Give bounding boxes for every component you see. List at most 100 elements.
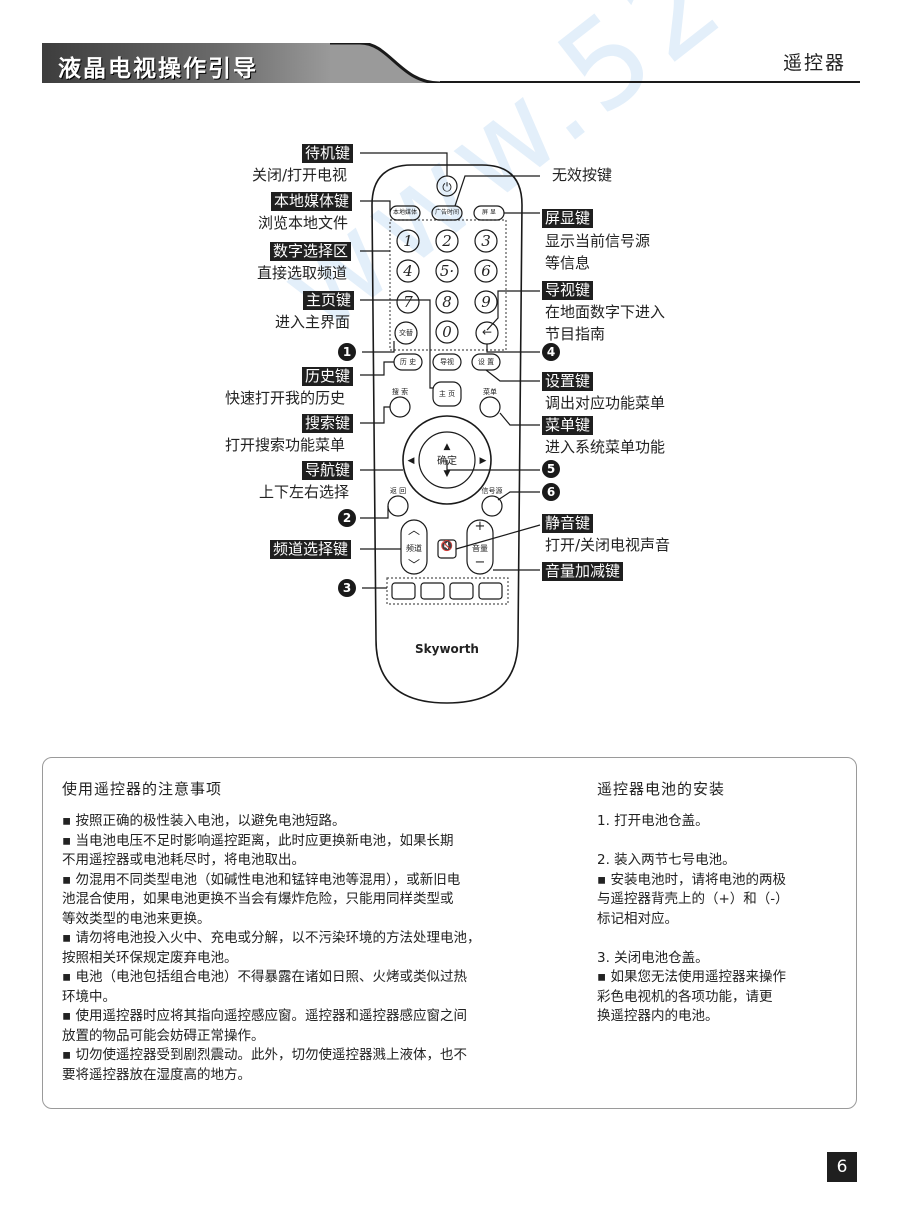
- header-band: [42, 43, 332, 83]
- battery-step-3-line: ▪ 如果您无法使用遥控器来操作: [597, 969, 786, 985]
- svg-text:▶: ▶: [480, 456, 487, 466]
- battery-step-3-line: 换遥控器内的电池。: [597, 1008, 719, 1024]
- lbl-menu: 菜单: [483, 388, 497, 396]
- digit-1: 1: [403, 232, 413, 250]
- notes-line: 环境中。: [62, 989, 116, 1005]
- tag-history: 历史键: [302, 367, 354, 386]
- notes-line: ▪ 切勿使遥控器受到剧烈震动。此外，切勿使遥控器溅上液体，也不: [62, 1047, 467, 1063]
- digit-4: 4: [403, 262, 413, 280]
- tag-digits: 数字选择区: [270, 242, 352, 261]
- notes-line: 不用遥控器或电池耗尽时，将电池取出。: [62, 852, 305, 868]
- notes-line: ▪ 电池（电池包括组合电池）不得暴露在诸如日照、火烤或类似过热: [62, 969, 467, 985]
- desc-menu: 进入系统菜单功能: [545, 438, 666, 456]
- desc-osd-1: 显示当前信号源: [545, 232, 651, 250]
- svg-text:︿: ︿: [408, 523, 420, 537]
- btn-back-arrow: ←: [481, 325, 493, 339]
- tag-mute: 静音键: [542, 514, 594, 533]
- desc-standby: 关闭/打开电视: [252, 166, 348, 184]
- btn-ad-time: 广告时间: [434, 209, 459, 216]
- svg-text:◀: ◀: [408, 456, 415, 466]
- tag-volume: 音量加减键: [542, 562, 624, 581]
- svg-text:⏻: ⏻: [442, 180, 452, 194]
- header-rule: [440, 81, 860, 83]
- notes-box: [42, 757, 857, 1109]
- notes-line: ▪ 当电池电压不足时影响遥控距离，此时应更换新电池，如果长期: [62, 833, 454, 849]
- battery-step-3-line: 彩色电视机的各项功能，请更: [597, 989, 773, 1005]
- battery-step-2-line: 与遥控器背壳上的（+）和（-）: [597, 891, 789, 907]
- desc-local-media: 浏览本地文件: [258, 214, 349, 232]
- marker-6: 6: [542, 483, 560, 501]
- notes-line: 按照相关环保规定废弃电池。: [62, 950, 238, 966]
- digit-2: 2: [442, 232, 452, 250]
- digit-9: 9: [481, 293, 491, 311]
- btn-osd: 屏 显: [482, 209, 496, 216]
- btn-setup: 设 置: [477, 358, 495, 366]
- desc-search: 打开搜索功能菜单: [225, 436, 346, 454]
- tag-guide: 导视键: [542, 281, 594, 300]
- marker-4: 4: [542, 343, 560, 361]
- lbl-volume: 音量: [472, 544, 488, 553]
- tag-search: 搜索键: [302, 414, 354, 433]
- tag-setup: 设置键: [542, 372, 594, 391]
- notes-line: 等效类型的电池来更换。: [62, 911, 211, 927]
- battery-step-1: 1. 打开电池仓盖。: [597, 813, 709, 829]
- battery-step-3: 3. 关闭电池仓盖。: [597, 950, 709, 966]
- digit-8: 8: [442, 293, 452, 311]
- tag-osd: 屏显键: [542, 209, 594, 228]
- digit-5: 5·: [439, 262, 455, 280]
- btn-swap: 交替: [399, 329, 413, 337]
- btn-local-media: 本地媒体: [392, 209, 417, 216]
- tag-local-media: 本地媒体键: [271, 192, 353, 211]
- desc-mute: 打开/关闭电视声音: [545, 536, 671, 554]
- lbl-channel: 频道: [406, 544, 422, 553]
- desc-setup: 调出对应功能菜单: [545, 394, 666, 412]
- marker-3: 3: [338, 579, 356, 597]
- digit-7: 7: [403, 293, 413, 311]
- svg-text:﹀: ﹀: [408, 558, 420, 572]
- battery-step-2: 2. 装入两节七号电池。: [597, 852, 736, 868]
- btn-ok: 确定: [437, 456, 457, 467]
- svg-text:▼: ▼: [444, 469, 451, 479]
- lbl-return: 返 回: [389, 487, 407, 495]
- notes-line: ▪ 按照正确的极性装入电池，以避免电池短路。: [62, 813, 346, 829]
- notes-line: ▪ 勿混用不同类型电池（如碱性电池和锰锌电池等混用），或新旧电: [62, 872, 461, 888]
- btn-guide: 导视: [440, 358, 454, 366]
- digit-0: 0: [442, 323, 452, 341]
- tag-standby: 待机键: [302, 144, 354, 163]
- desc-guide-1: 在地面数字下进入: [545, 303, 666, 321]
- btn-history: 历 史: [399, 358, 417, 366]
- battery-step-2-line: 标记相对应。: [597, 911, 678, 927]
- notes-title: 使用遥控器的注意事项: [62, 780, 223, 798]
- desc-history: 快速打开我的历史: [225, 389, 346, 407]
- notes-line: 要将遥控器放在湿度高的地方。: [62, 1067, 251, 1083]
- section-title: 遥控器: [782, 52, 846, 74]
- desc-osd-2: 等信息: [545, 254, 591, 272]
- marker-5: 5: [542, 460, 560, 478]
- mute-icon: 🔇: [440, 541, 454, 552]
- notes-line: 池混合使用，如果电池更换不当会有爆炸危险，只能用同样类型或: [62, 891, 454, 907]
- notes-line: ▪ 请勿将电池投入火中、充电或分解，以不污染环境的方法处理电池，: [62, 930, 481, 946]
- btn-home: 主 页: [438, 390, 456, 398]
- lbl-search: 搜 索: [391, 388, 409, 396]
- page-number: 6: [827, 1152, 857, 1182]
- battery-title: 遥控器电池的安装: [597, 780, 726, 798]
- brand-logo: Skyworth: [415, 642, 479, 656]
- remote-body: [371, 164, 523, 704]
- desc-digits: 直接选取频道: [257, 264, 348, 282]
- battery-step-2-line: ▪ 安装电池时，请将电池的两极: [597, 872, 786, 888]
- tag-menu: 菜单键: [542, 416, 594, 435]
- page-title: 液晶电视操作引导: [58, 56, 258, 82]
- desc-home: 进入主界面: [275, 313, 351, 331]
- vol-minus-icon: −: [474, 555, 486, 570]
- tag-nav: 导航键: [302, 461, 354, 480]
- tag-home: 主页键: [303, 291, 355, 310]
- digit-3: 3: [481, 232, 491, 250]
- notes-line: ▪ 使用遥控器时应将其指向遥控感应窗。遥控器和遥控器感应窗之间: [62, 1008, 467, 1024]
- desc-guide-2: 节目指南: [545, 325, 606, 343]
- header-curve: [330, 43, 441, 83]
- digit-6: 6: [481, 262, 491, 280]
- vol-plus-icon: +: [474, 519, 486, 534]
- notes-line: 放置的物品可能会妨碍正常操作。: [62, 1028, 265, 1044]
- marker-1: 1: [338, 343, 356, 361]
- svg-text:▲: ▲: [444, 442, 451, 452]
